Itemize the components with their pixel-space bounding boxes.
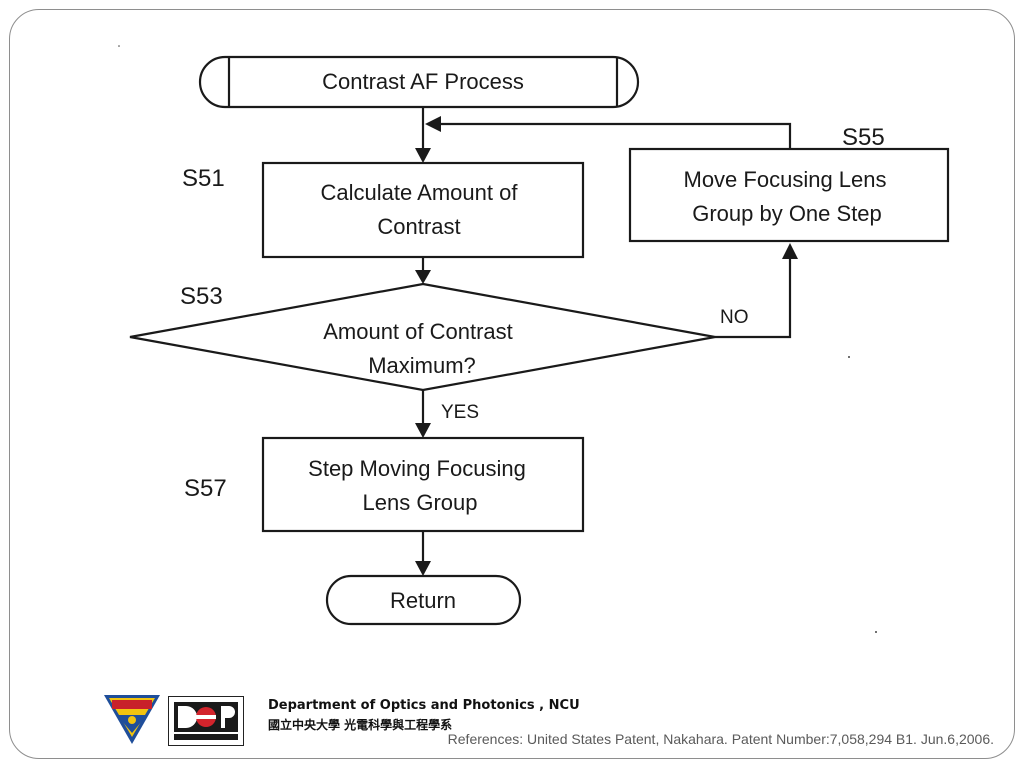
slide-frame — [9, 9, 1015, 759]
return-label: Return — [390, 588, 456, 613]
return-terminator: Return — [325, 574, 522, 626]
s55-text-line1: Move Focusing Lens — [684, 167, 887, 192]
connector-loop-back — [440, 122, 792, 149]
process-box-s51: Calculate Amount of Contrast — [261, 161, 585, 259]
decision-diamond-s53: Amount of Contrast Maximum? — [129, 282, 716, 392]
step-id-s55: S55 — [842, 124, 885, 151]
arrowhead-down — [415, 148, 431, 163]
flowchart: Contrast AF Process S51 Calculate Amount… — [118, 45, 950, 633]
step-id-s57: S57 — [184, 475, 227, 502]
s51-text-line1: Calculate Amount of — [321, 180, 519, 205]
no-label: NO — [720, 307, 749, 328]
step-id-s53: S53 — [180, 283, 223, 310]
arrowhead-down — [415, 423, 431, 438]
dop-logo — [168, 696, 244, 746]
s55-text-line2: Group by One Step — [692, 201, 882, 226]
scan-speck — [118, 45, 120, 47]
s53-text-line2: Maximum? — [368, 353, 476, 378]
s53-text-line1: Amount of Contrast — [323, 319, 513, 344]
process-box-s57: Step Moving Focusing Lens Group — [261, 436, 585, 533]
scan-speck — [848, 356, 850, 358]
slide-footer: Department of Optics and Photonics , NCU… — [100, 688, 1010, 758]
start-label: Contrast AF Process — [322, 69, 524, 94]
references-text: References: United States Patent, Nakaha… — [447, 731, 994, 747]
scan-speck — [875, 631, 877, 633]
department-name: Department of Optics and Photonics , NCU — [268, 698, 580, 713]
step-id-s51: S51 — [182, 165, 225, 192]
arrowhead-down — [415, 561, 431, 576]
department-name-cn: 國立中央大學 光電科學與工程學系 — [268, 718, 453, 732]
dop-logo-mark — [174, 702, 238, 740]
ncu-seal-logo — [104, 695, 160, 744]
arrowhead-left — [425, 116, 441, 132]
arrowhead-up — [782, 243, 798, 259]
yes-label: YES — [441, 402, 479, 423]
start-terminator: Contrast AF Process — [198, 55, 640, 109]
connector-no-branch — [715, 257, 792, 339]
s57-text-line1: Step Moving Focusing — [308, 456, 526, 481]
arrowhead-down — [415, 270, 431, 284]
process-box-s55: Move Focusing Lens Group by One Step — [628, 147, 950, 243]
s57-text-line2: Lens Group — [363, 490, 478, 515]
s51-text-line2: Contrast — [377, 214, 460, 239]
